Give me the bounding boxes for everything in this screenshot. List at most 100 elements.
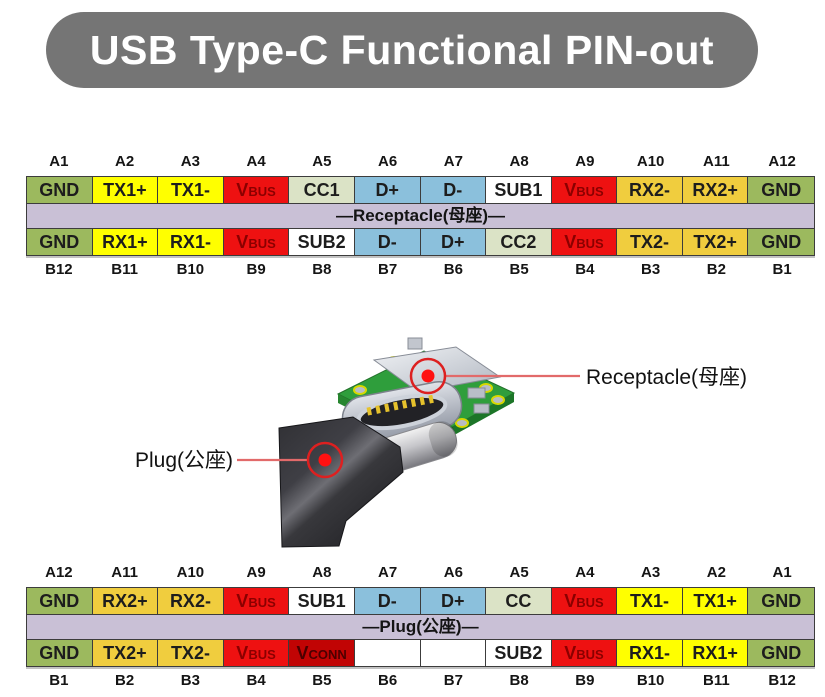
pin-cell-tx2: TX2-: [158, 640, 224, 666]
pin-number-label: A12: [45, 564, 73, 581]
pin-number-label: A12: [768, 153, 796, 170]
pin-number-label: B1: [49, 672, 69, 689]
pin-number-label: B10: [636, 672, 665, 689]
pin-number-label: B3: [641, 261, 661, 278]
pin-number-label: A5: [312, 153, 332, 170]
pin-cell-gnd: GND: [27, 177, 93, 203]
pin-cell-tx1: TX1-: [617, 588, 683, 614]
title-banner: USB Type-C Functional PIN-out: [46, 12, 758, 88]
shell-pin-1: [467, 387, 486, 399]
pin-cell-gnd: GND: [748, 229, 814, 255]
pin-cell-vbus: VBUS: [223, 177, 290, 203]
pin-cell-vbus: VBUS: [551, 588, 618, 614]
pin-cell-rx2: RX2+: [92, 588, 159, 614]
pin-number-label: A11: [703, 153, 730, 170]
pin-cell-tx1: TX1+: [682, 588, 749, 614]
pin-cell-rx2: RX2-: [158, 588, 224, 614]
pin-cell-d: D+: [420, 588, 487, 614]
pin-number-label: B4: [246, 672, 266, 689]
pin-number-label: A5: [509, 564, 529, 581]
pin-number-label: A3: [180, 153, 200, 170]
connector-illustration: Receptacle(母座) Plug(公座): [135, 337, 747, 548]
pin-cell-tx1: TX1+: [92, 177, 159, 203]
pin-cell-d: D-: [354, 588, 421, 614]
pin-number-label: A7: [443, 153, 463, 170]
plug-barrel-tip-shade: [428, 421, 458, 457]
pin-cell-rx1: RX1+: [92, 229, 159, 255]
plug-marker-ring: [306, 441, 344, 479]
pin-cell-rx1: RX1-: [158, 229, 224, 255]
pin-cell-vbus: VBUS: [551, 640, 618, 666]
pin-number-label: A4: [246, 153, 266, 170]
pin-number-label: B12: [768, 672, 796, 689]
pin-cell-rx1: RX1-: [617, 640, 683, 666]
pin-cell-tx2: TX2-: [617, 229, 683, 255]
plug-band-label: —Plug(公座)—: [27, 614, 814, 640]
pin-number-label: B2: [115, 672, 135, 689]
pin-number-label: A8: [509, 153, 529, 170]
pin-cell-sub2: SUB2: [486, 640, 552, 666]
pin-cell-d: D+: [354, 177, 421, 203]
pin-cell-vconn: VCONN: [289, 640, 355, 666]
pin-number-label: B7: [443, 672, 463, 689]
pin-number-label: A11: [111, 564, 138, 581]
pin-cell-gnd: GND: [748, 640, 814, 666]
pin-number-label: A3: [641, 564, 661, 581]
pin-cell-empty: [420, 640, 487, 666]
pin-number-label: B5: [312, 672, 332, 689]
receptacle-label: Receptacle(母座): [586, 366, 747, 389]
pin-cell-tx1: TX1-: [158, 177, 224, 203]
pin-cell-rx2: RX2-: [617, 177, 683, 203]
pin-number-label: B6: [443, 261, 463, 278]
shell-tab-top: [407, 337, 423, 350]
pin-number-label: A9: [246, 564, 266, 581]
pin-number-label: A9: [575, 153, 595, 170]
plug-body: [278, 416, 404, 548]
pin-number-label: B5: [509, 261, 529, 278]
pin-cell-d: D-: [420, 177, 487, 203]
pin-cell-rx1: RX1+: [682, 640, 749, 666]
plug-label: Plug(公座): [135, 449, 233, 472]
pin-number-label: B8: [509, 672, 529, 689]
receptacle-opening: [356, 393, 448, 431]
pin-number-label: B11: [111, 261, 138, 278]
pin-number-label: B4: [575, 261, 595, 278]
pin-number-label: B2: [706, 261, 726, 278]
pin-number-label: A8: [312, 564, 332, 581]
pin-cell-rx2: RX2+: [682, 177, 749, 203]
receptacle-marker-ring: [409, 357, 447, 395]
plug-graphic: [278, 416, 458, 548]
gold-contacts: [366, 394, 434, 416]
pin-cell-gnd: GND: [27, 640, 93, 666]
receptacle-marker-dot: [421, 369, 435, 383]
pin-number-label: B10: [176, 261, 205, 278]
pin-cell-sub1: SUB1: [289, 588, 355, 614]
pin-cell-vbus: VBUS: [223, 588, 290, 614]
pin-number-label: B1: [772, 261, 792, 278]
pin-number-label: B12: [45, 261, 73, 278]
pin-number-label: B11: [703, 672, 730, 689]
pin-cell-tx2: TX2+: [92, 640, 159, 666]
pin-number-label: A6: [443, 564, 463, 581]
pin-number-label: A7: [378, 564, 398, 581]
pin-cell-empty: [354, 640, 421, 666]
pin-cell-d: D-: [354, 229, 421, 255]
pin-cell-sub2: SUB2: [289, 229, 355, 255]
pin-cell-gnd: GND: [748, 588, 814, 614]
pin-number-label: A1: [49, 153, 69, 170]
annotations: Receptacle(母座) Plug(公座): [135, 357, 747, 479]
pin-number-label: A10: [636, 153, 665, 170]
receptacle-graphic: [336, 337, 516, 449]
pin-number-label: B9: [246, 261, 266, 278]
pin-cell-sub1: SUB1: [486, 177, 552, 203]
pin-cell-cc2: CC2: [486, 229, 552, 255]
